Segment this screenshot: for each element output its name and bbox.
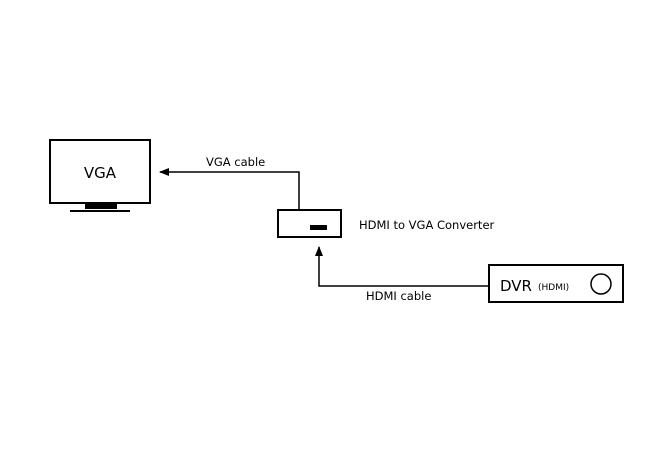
monitor-screen [49,139,151,204]
converter-label: HDMI to VGA Converter [359,218,495,232]
converter-port-icon [310,225,327,230]
dvr-device: DVR (HDMI) [488,264,624,303]
hdmi-cable-label: HDMI cable [366,289,431,303]
vga-cable: VGA cable [159,155,300,210]
vga-monitor: VGA [49,139,151,212]
dvr-sublabel: (HDMI) [538,283,569,293]
hdmi-cable-line [315,246,488,287]
vga-cable-label: VGA cable [206,155,265,169]
dvr-knob-icon [590,273,612,295]
dvr-label: DVR [500,277,532,295]
hdmi-to-vga-converter: HDMI to VGA Converter [277,209,495,238]
converter-box [277,209,342,238]
monitor-label: VGA [84,164,117,182]
vga-cable-line [159,168,300,210]
monitor-stand-neck [85,203,117,209]
monitor-stand-base [70,210,130,212]
hdmi-cable: HDMI cable [315,246,488,303]
